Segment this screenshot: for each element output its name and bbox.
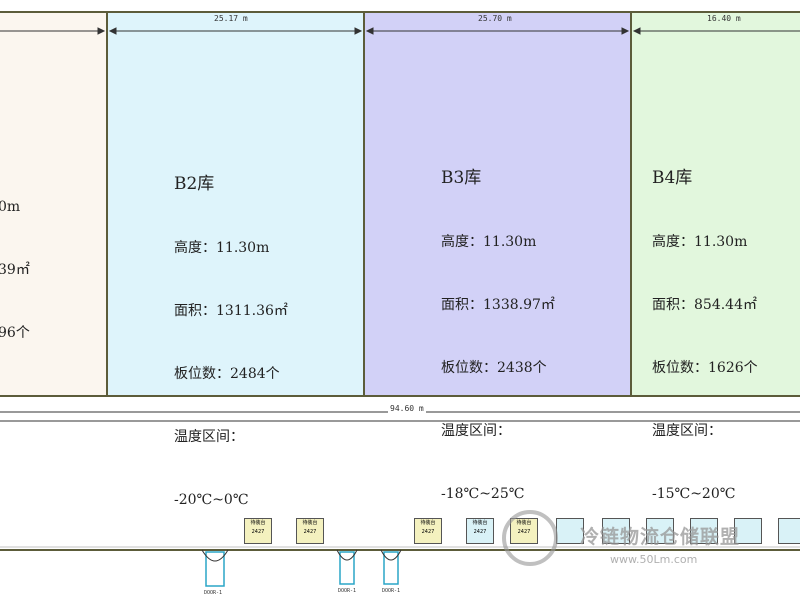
watermark-url: www.50Lm.com [610, 553, 698, 566]
room-b4-area: 面积：854.44㎡ [652, 297, 757, 313]
room-b4-temp-range: -15℃~20℃ [652, 486, 736, 502]
dock-box: 待装台 2427 [414, 518, 442, 544]
room-b2-pallets: 板位数：2484个 [174, 366, 280, 382]
room-b2-info: B2库 高度：11.30m 面积：1311.36㎡ 板位数：2484个 温度区间… [174, 130, 288, 553]
room-b3 [363, 11, 632, 397]
room-b2-height: 高度：11.30m [174, 240, 270, 256]
room-b4-pallets: 板位数：1626个 [652, 360, 758, 376]
room-b4-name: B4库 [652, 168, 693, 188]
room-b1-pallets-fragment: 96个 [0, 325, 30, 341]
room-b2 [106, 11, 365, 397]
dock-box [778, 518, 800, 544]
dock-box-label: 待装台 [302, 520, 318, 526]
room-b1-area-fragment: 39㎡ [0, 262, 30, 278]
room-b3-name: B3库 [441, 168, 482, 188]
room-b1-info: 0m 39㎡ 96个 [0, 155, 30, 386]
room-b1-height-fragment: 0m [0, 199, 21, 215]
dock-box: 待装台 2427 [244, 518, 272, 544]
dimension-b4-width: 16.40 m [707, 14, 741, 23]
dimension-b3-width: 25.70 m [478, 14, 512, 23]
room-b3-temp-label: 温度区间： [441, 423, 511, 439]
door-pit-label: DOOR-1 [204, 590, 223, 596]
dock-box [690, 518, 718, 544]
dock-box: 待装台 2427 [466, 518, 494, 544]
room-b3-height: 高度：11.30m [441, 234, 537, 250]
room-b4-height: 高度：11.30m [652, 234, 748, 250]
room-b2-name: B2库 [174, 174, 215, 194]
dock-box [602, 518, 630, 544]
room-b3-pallets: 板位数：2438个 [441, 360, 547, 376]
room-b2-temp-range: -20℃~0℃ [174, 492, 249, 508]
dock-box-code: 2427 [473, 529, 487, 535]
room-b4-temp-label: 温度区间： [652, 423, 722, 439]
dock-box-code: 2427 [421, 529, 435, 535]
dimension-b2-width: 25.17 m [214, 14, 248, 23]
room-b4-info: B4库 高度：11.30m 面积：854.44㎡ 板位数：1626个 温度区间：… [652, 124, 758, 547]
room-b2-temp-label: 温度区间： [174, 429, 244, 445]
dock-box [646, 518, 674, 544]
room-b3-temp-range: -18℃~25℃ [441, 486, 525, 502]
dock-box [734, 518, 762, 544]
room-b4 [630, 11, 800, 397]
dimension-total-width: 94.60 m [388, 404, 426, 413]
dock-box-label: 待装台 [250, 520, 266, 526]
dock-box-label: 待装台 [420, 520, 436, 526]
room-b2-area: 面积：1311.36㎡ [174, 303, 288, 319]
door-pit-label: DOOR-1 [338, 588, 357, 594]
door-pit-label: DOOR-1 [382, 588, 401, 594]
room-b3-info: B3库 高度：11.30m 面积：1338.97㎡ 板位数：2438个 温度区间… [441, 124, 555, 547]
room-b3-area: 面积：1338.97㎡ [441, 297, 555, 313]
dock-box-code: 2427 [251, 529, 265, 535]
dock-box-code: 2427 [303, 529, 317, 535]
dock-box: 待装台 2427 [296, 518, 324, 544]
watermark-logo-icon [502, 510, 558, 566]
watermark-brand: 冷链物流仓储联盟 [580, 526, 741, 548]
room-b1 [0, 11, 108, 397]
dock-box-label: 待装台 [472, 520, 488, 526]
